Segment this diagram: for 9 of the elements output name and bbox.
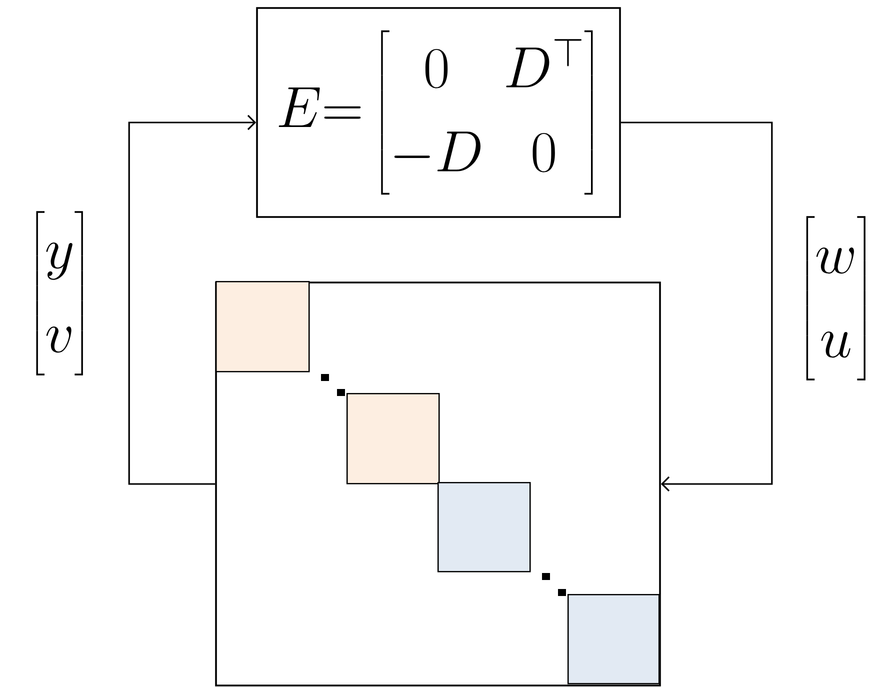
matrix-block xyxy=(437,482,531,572)
matrix-block xyxy=(215,280,310,372)
arrow xyxy=(620,122,773,492)
matrix-block xyxy=(346,392,440,484)
arrow xyxy=(128,114,256,485)
vector-label: $\begin{bmatrix}w\\ u\end{bmatrix}$ xyxy=(806,216,866,380)
formula-box: $E{=}\begin{bmatrix}0 & D^{\top}\\ -D & 0\end{bmatrix}$ xyxy=(256,7,621,218)
matrix-block xyxy=(567,594,660,684)
vector-label: $\begin{bmatrix}y\\ v\end{bmatrix}$ xyxy=(36,211,83,376)
